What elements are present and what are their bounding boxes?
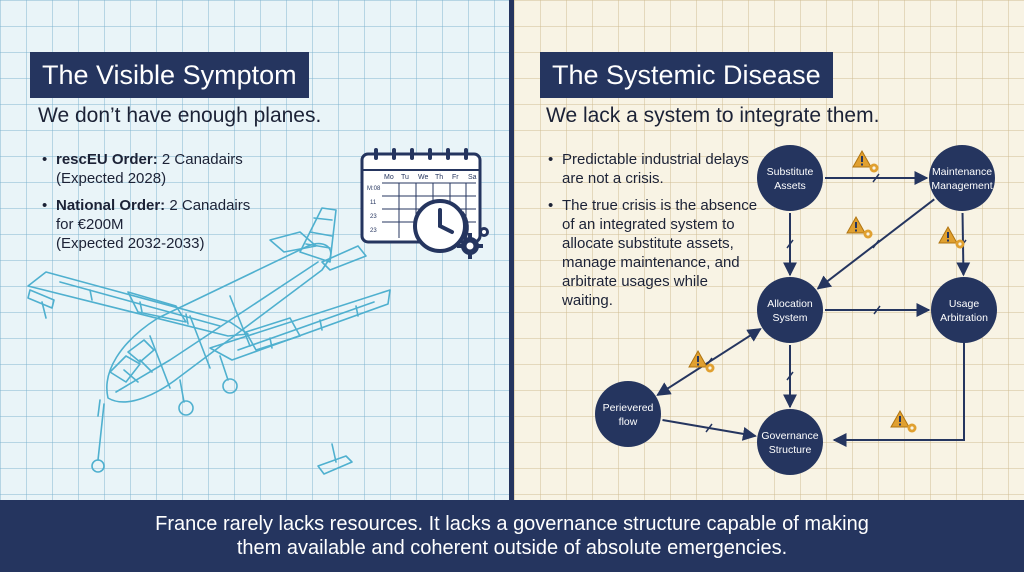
calendar-day: Tu <box>401 174 409 181</box>
calendar-row-label: 11 <box>370 200 377 206</box>
order-label: rescEU Order: <box>56 151 158 168</box>
edge-usage-governance <box>832 342 965 447</box>
order-detail: 2 Canadairs <box>161 151 243 168</box>
order-item-rsceu: rescEU Order: 2 Canadairs (Expected 2028… <box>40 150 290 188</box>
system-diagram: Substitute Assets Maintenance Management… <box>595 145 997 475</box>
edge-break-mark <box>872 239 880 249</box>
diagram-edges <box>656 171 971 441</box>
right-subtitle: We lack a system to integrate them. <box>546 104 880 127</box>
footer-line: them available and coherent outside of a… <box>236 537 788 559</box>
node-label: Structure <box>769 444 812 456</box>
edge-break-mark <box>786 239 794 249</box>
warning-gear-icon <box>846 216 873 239</box>
calendar-clock-icon: Mo Tu We Th Fr Sa M:08 11 23 23 <box>360 148 489 259</box>
footer-conclusion: France rarely lacks resources. It lacks … <box>0 500 1024 572</box>
order-detail: (Expected 2028) <box>56 170 167 187</box>
calendar-day: We <box>418 174 428 181</box>
calendar-day: Th <box>435 174 443 181</box>
edge-break-mark <box>705 423 713 433</box>
node-label: Usage <box>949 298 980 310</box>
order-detail: (Expected 2032-2033) <box>56 235 205 252</box>
order-detail: 2 Canadairs <box>169 197 251 214</box>
left-panel: The Visible Symptom We don’t have enough… <box>0 0 510 500</box>
edge-break-mark <box>786 371 794 381</box>
edge-break-mark <box>873 305 881 315</box>
node-label: Maintenance <box>932 166 992 178</box>
order-item-national: National Order: 2 Canadairs for €200M (E… <box>40 196 290 253</box>
edge-break-mark <box>872 173 880 183</box>
node-label: Governance <box>761 430 818 442</box>
left-subtitle: We don’t have enough planes. <box>38 104 322 127</box>
order-list: rescEU Order: 2 Canadairs (Expected 2028… <box>40 150 290 261</box>
order-label: National Order: <box>56 197 166 214</box>
node-label: Management <box>931 180 992 192</box>
canadair-plane-illustration <box>27 207 391 475</box>
panel-divider <box>509 0 514 500</box>
node-usage-arbitration: Usage Arbitration <box>931 277 997 343</box>
node-label: Assets <box>774 180 806 192</box>
warning-markers <box>688 150 965 433</box>
node-label: System <box>772 312 807 324</box>
node-allocation-system: Allocation System <box>757 277 823 343</box>
crisis-list: Predictable industrial delays are not a … <box>546 150 758 318</box>
order-detail: for €200M <box>56 216 124 233</box>
calendar-row-label: M:08 <box>367 186 381 192</box>
crisis-item: Predictable industrial delays are not a … <box>546 150 758 188</box>
footer-line: France rarely lacks resources. It lacks … <box>155 513 869 535</box>
node-label: Allocation <box>767 298 813 310</box>
warning-gear-icon <box>852 150 879 173</box>
node-substitute-assets: Substitute Assets <box>757 145 823 211</box>
warning-gear-icon <box>938 226 965 249</box>
node-label: flow <box>619 416 638 428</box>
calendar-row-label: 23 <box>370 214 377 220</box>
node-label: Perievered <box>603 402 654 414</box>
calendar-row-label: 23 <box>370 228 377 234</box>
calendar-day: Sa <box>468 174 477 181</box>
calendar-day: Fr <box>452 174 459 181</box>
node-label: Substitute <box>767 166 814 178</box>
crisis-item: The true crisis is the absence of an int… <box>546 196 758 310</box>
left-title: The Visible Symptom <box>30 52 309 98</box>
right-title: The Systemic Disease <box>540 52 833 98</box>
calendar-day: Mo <box>384 174 394 181</box>
node-governance-structure: Governance Structure <box>757 409 823 475</box>
diagram-nodes: Substitute Assets Maintenance Management… <box>595 145 997 475</box>
node-perievered-flow: Perievered flow <box>595 381 661 447</box>
node-label: Arbitration <box>940 312 988 324</box>
warning-gear-icon <box>890 410 917 433</box>
node-maintenance-management: Maintenance Management <box>929 145 995 211</box>
